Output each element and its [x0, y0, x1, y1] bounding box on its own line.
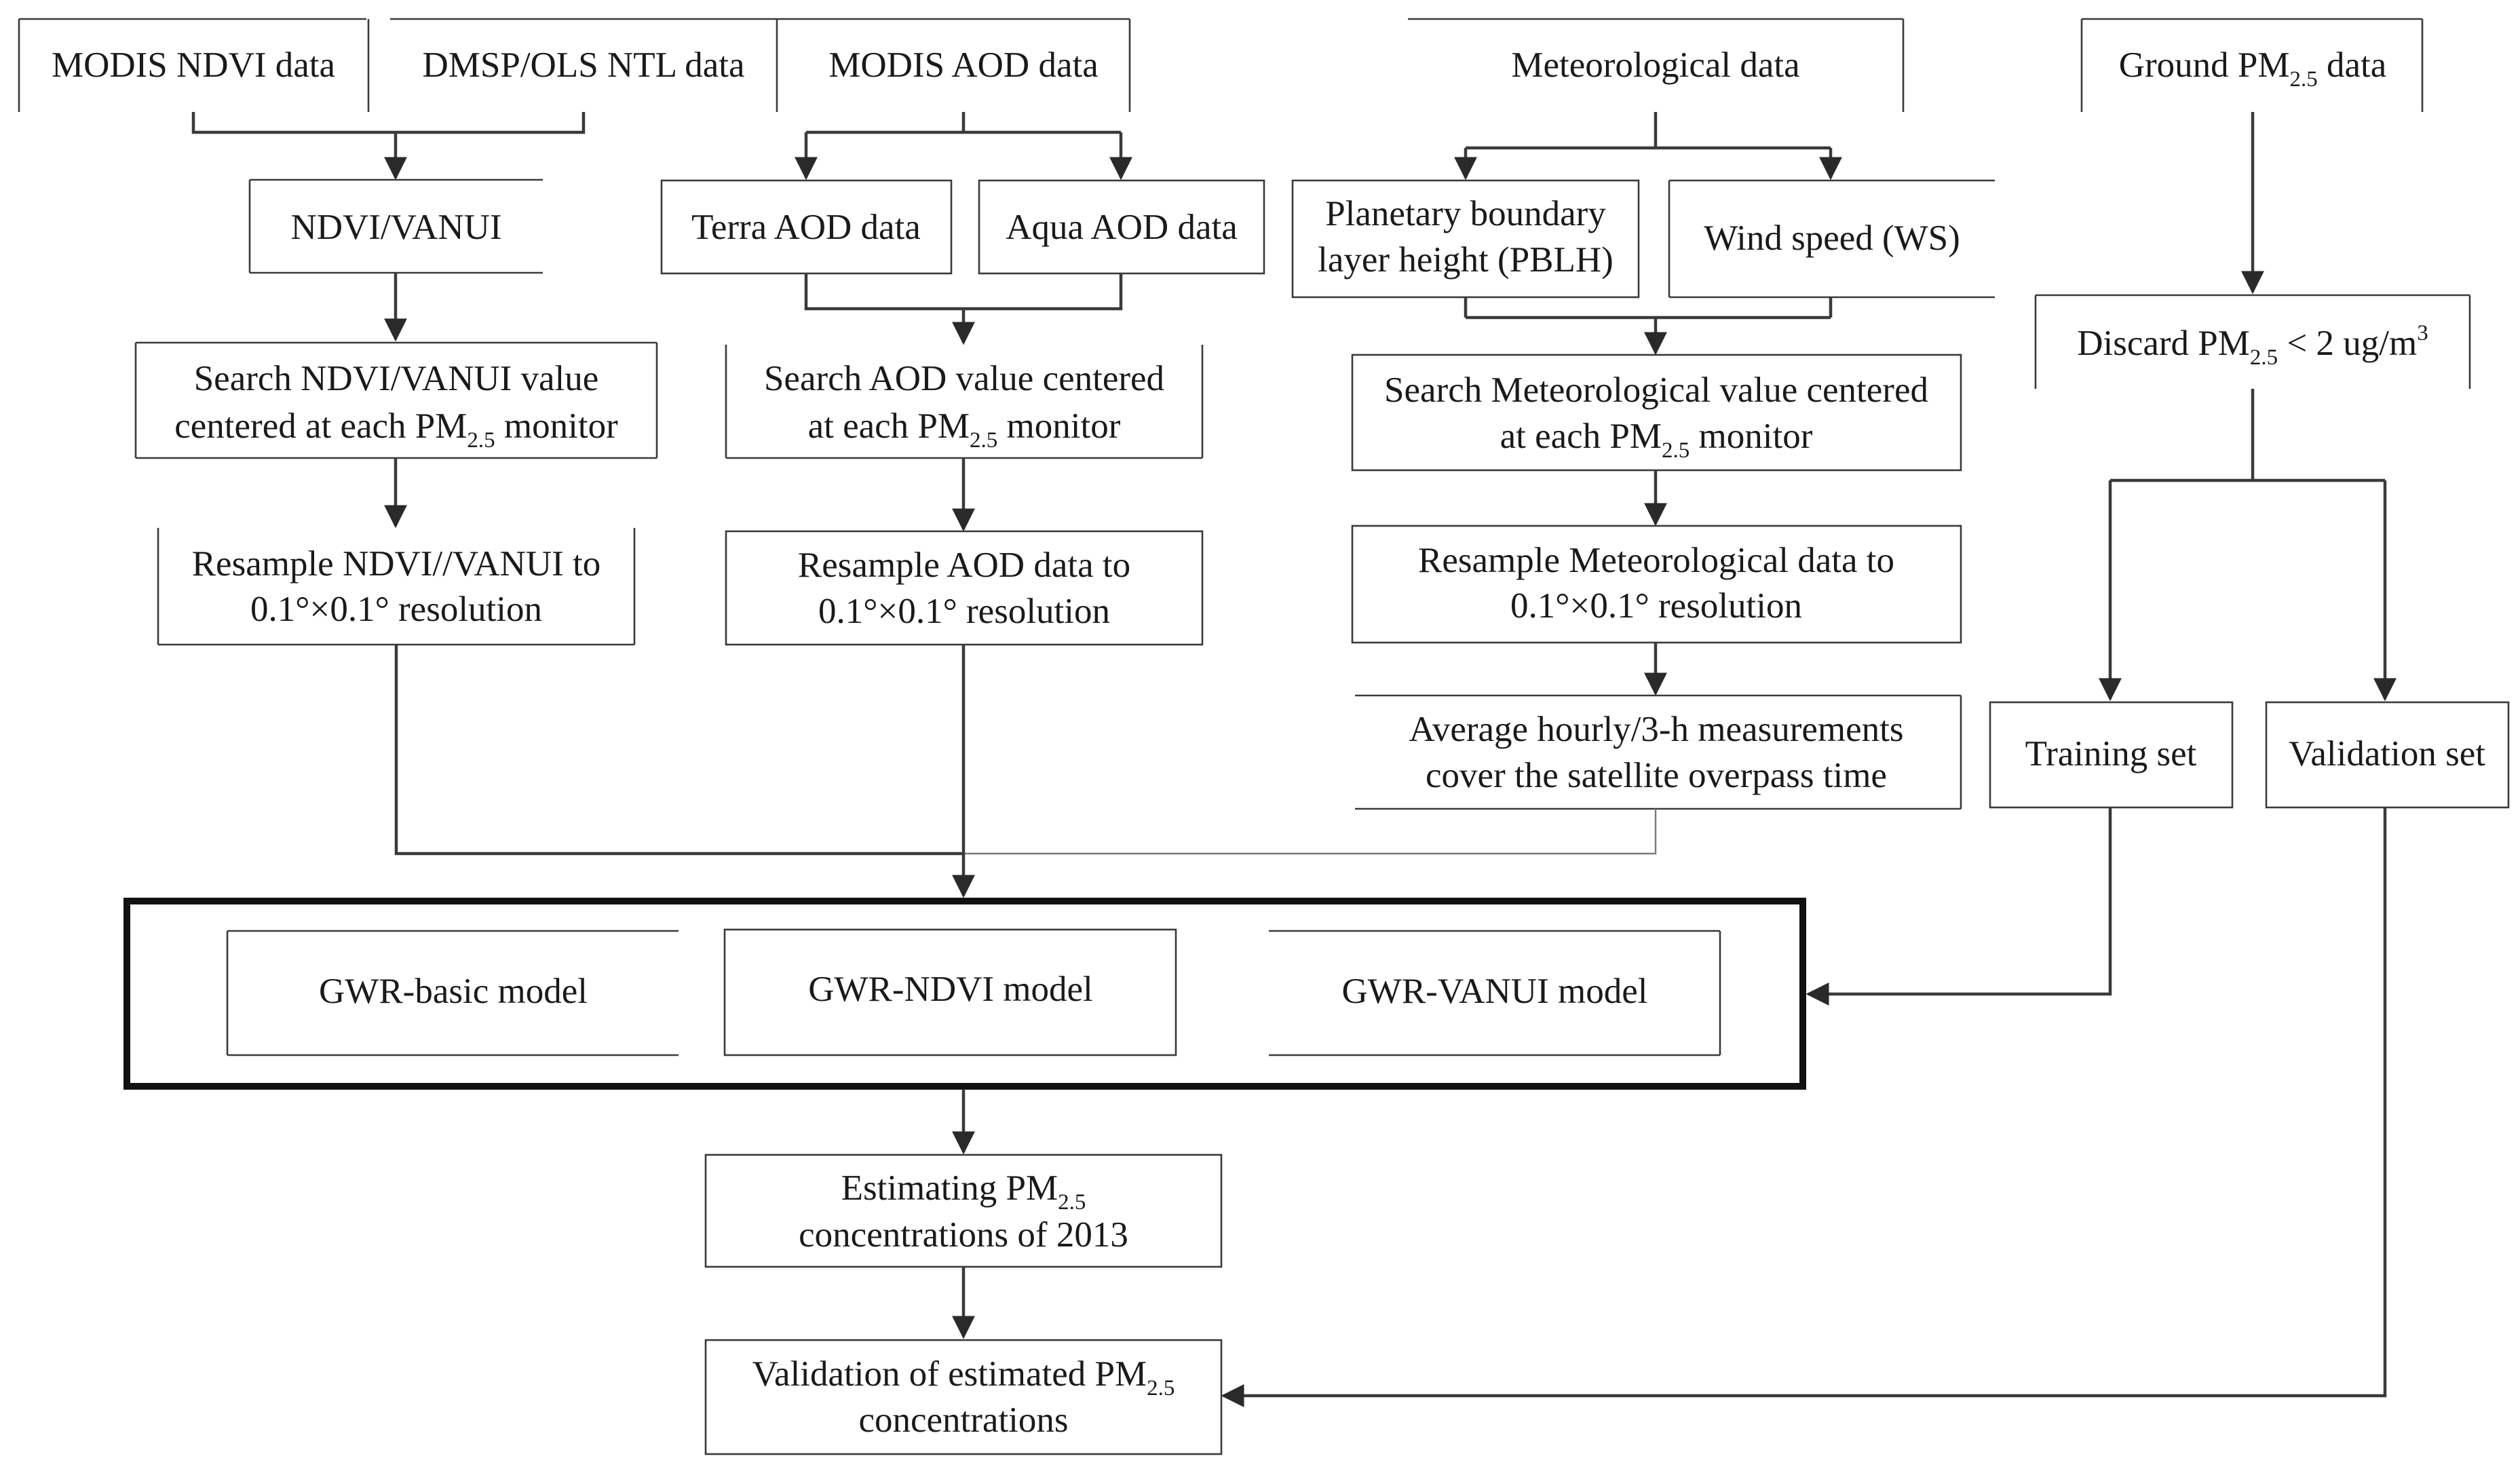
source-box-dmsp-ntl: DMSP/OLS NTL data	[367, 18, 777, 112]
box-training-set: Training set	[1989, 701, 2234, 809]
arrow-training-to-models	[1806, 807, 2112, 1006]
label-resample-met-line1: Resample Meteorological data to	[1418, 541, 1894, 580]
label-search-met-line2: at each PM2.5 monitor	[1500, 417, 1813, 463]
label-pblh-line1: Planetary boundary	[1325, 194, 1606, 233]
label-average-met-line1: Average hourly/3-h measurements	[1409, 710, 1904, 749]
label-validation-output-line1: Validation of estimated PM2.5	[752, 1354, 1175, 1400]
label-gwr-vanui: GWR-VANUI model	[1342, 972, 1648, 1011]
connector-met-merge	[1464, 297, 1833, 356]
arrow-validation-to-output	[1221, 807, 2387, 1407]
box-aqua-aod: Aqua AOD data	[978, 179, 1265, 275]
box-pblh: Planetary boundary layer height (PBLH)	[1291, 179, 1640, 299]
label-search-ndvi-line2: centered at each PM2.5 monitor	[174, 406, 618, 453]
label-estimate-line1: Estimating PM2.5	[841, 1168, 1086, 1215]
label-resample-aod-line1: Resample AOD data to	[798, 546, 1130, 585]
box-search-ndvi: Search NDVI/VANUI value centered at each…	[134, 341, 658, 459]
connector-inputs-to-models	[394, 645, 1657, 898]
box-gwr-vanui: GWR-VANUI model	[1269, 930, 1721, 1056]
source-box-ground-pm25: Ground PM2.5 data	[2080, 18, 2424, 112]
box-search-met: Search Meteorological value centered at …	[1351, 354, 1962, 472]
source-label-ground-pm25: Ground PM2.5 data	[2119, 45, 2387, 92]
box-discard: Discard PM2.5 < 2 ug/m3	[2034, 294, 2471, 389]
box-gwr-ndvi: GWR-NDVI model	[723, 928, 1177, 1056]
connector-met-split	[1454, 112, 1842, 180]
box-terra-aod: Terra AOD data	[660, 179, 953, 275]
label-aqua-aod: Aqua AOD data	[1006, 208, 1237, 247]
label-average-met-line2: cover the satellite overpass time	[1426, 756, 1887, 795]
box-gwr-basic: GWR-basic model	[226, 930, 679, 1056]
label-gwr-ndvi: GWR-NDVI model	[808, 970, 1093, 1009]
source-box-modis-aod: MODIS AOD data	[776, 18, 1131, 112]
label-estimate-line2: concentrations of 2013	[799, 1215, 1128, 1255]
label-ndvi-vanui: NDVI/VANUI	[290, 208, 501, 247]
connector-discard-split	[2099, 389, 2397, 702]
source-box-modis-ndvi: MODIS NDVI data	[18, 18, 366, 112]
label-pblh-line2: layer height (PBLH)	[1318, 240, 1614, 280]
source-label-dmsp-ntl: DMSP/OLS NTL data	[422, 45, 744, 85]
label-gwr-basic: GWR-basic model	[319, 972, 588, 1011]
box-resample-ndvi: Resample NDVI//VANUI to 0.1°×0.1° resolu…	[157, 528, 636, 646]
source-box-meteorological: Meteorological data	[1408, 18, 1905, 112]
source-label-modis-aod: MODIS AOD data	[828, 45, 1098, 85]
label-search-aod-line2: at each PM2.5 monitor	[808, 406, 1121, 453]
connector-ndvi-ntl-merge	[191, 112, 586, 180]
box-estimate: Estimating PM2.5 concentrations of 2013	[704, 1153, 1223, 1268]
label-wind-speed: Wind speed (WS)	[1704, 218, 1960, 258]
box-wind-speed: Wind speed (WS)	[1668, 179, 1995, 299]
label-resample-ndvi-line2: 0.1°×0.1° resolution	[250, 590, 542, 629]
source-label-modis-ndvi: MODIS NDVI data	[52, 45, 335, 85]
box-validation-output: Validation of estimated PM2.5 concentrat…	[704, 1339, 1223, 1455]
label-search-met-line1: Search Meteorological value centered	[1384, 370, 1928, 410]
label-terra-aod: Terra AOD data	[691, 208, 921, 247]
label-search-aod-line1: Search AOD value centered	[764, 359, 1164, 398]
connector-aod-split	[795, 112, 1132, 180]
box-average-met: Average hourly/3-h measurements cover th…	[1355, 694, 1962, 810]
source-label-meteorological: Meteorological data	[1511, 45, 1799, 85]
label-validation-output-line2: concentrations	[858, 1400, 1068, 1440]
box-resample-aod: Resample AOD data to 0.1°×0.1° resolutio…	[725, 530, 1204, 646]
label-resample-ndvi-line1: Resample NDVI//VANUI to	[192, 544, 601, 584]
label-resample-aod-line2: 0.1°×0.1° resolution	[818, 592, 1110, 631]
model-frame	[123, 898, 1806, 1090]
label-training-set: Training set	[2025, 734, 2197, 774]
box-validation-set: Validation set	[2265, 701, 2510, 809]
label-search-ndvi-line1: Search NDVI/VANUI value	[194, 359, 599, 398]
box-ndvi-vanui: NDVI/VANUI	[248, 178, 543, 274]
label-validation-set: Validation set	[2289, 734, 2485, 774]
box-search-aod: Search AOD value centered at each PM2.5 …	[725, 345, 1204, 459]
box-resample-met: Resample Meteorological data to 0.1°×0.1…	[1351, 524, 1962, 644]
connector-aod-merge	[804, 273, 1123, 345]
label-discard: Discard PM2.5 < 2 ug/m3	[2077, 321, 2428, 370]
label-resample-met-line2: 0.1°×0.1° resolution	[1510, 586, 1802, 626]
